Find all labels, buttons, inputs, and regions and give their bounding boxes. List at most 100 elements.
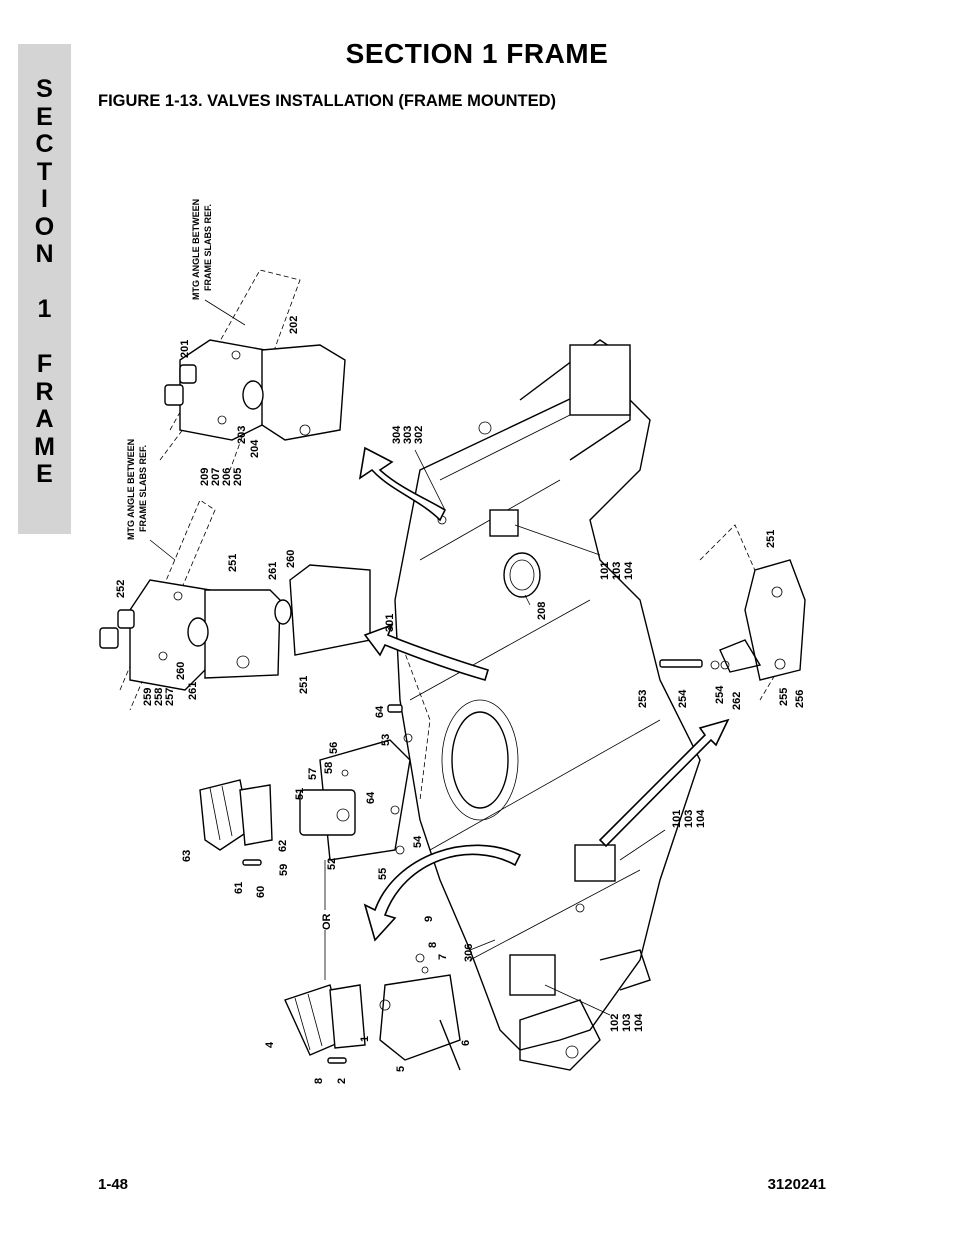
callout-labels: MTG ANGLE BETWEEN FRAME SLABS REF. MTG A…: [115, 199, 806, 1084]
callout: 60: [255, 886, 267, 898]
side-letter: C: [35, 130, 54, 158]
mtg-ref-upper-line2: FRAME SLABS REF.: [203, 204, 213, 291]
callout: 102: [609, 1014, 621, 1032]
callout: 54: [412, 835, 424, 848]
document-number: 3120241: [767, 1176, 826, 1193]
callout: 64: [374, 705, 386, 718]
callout: 101: [599, 562, 611, 580]
side-letter: A: [35, 405, 54, 433]
callout: 59: [278, 864, 290, 876]
valve-block-lower: [509, 954, 556, 996]
callout: 62: [277, 840, 289, 852]
side-letter: 1: [37, 295, 52, 323]
mtg-ref-lower-line2: FRAME SLABS REF.: [138, 445, 148, 532]
right-valve-assembly: [659, 524, 806, 701]
callout: 104: [623, 561, 635, 580]
side-letter: M: [34, 432, 55, 461]
upper-valve-assembly: [159, 269, 346, 471]
callout: 103: [683, 810, 695, 828]
callout: 251: [227, 554, 239, 572]
callout: 257: [164, 688, 176, 706]
callout: 306: [463, 944, 475, 962]
callout: 9: [423, 916, 435, 922]
valve-block-middle: [574, 844, 616, 882]
callout: 208: [536, 602, 548, 620]
callout: 301: [384, 614, 396, 632]
callout: 63: [181, 850, 193, 862]
callout: 203: [236, 426, 248, 444]
callout: 6: [460, 1040, 472, 1046]
callout: 204: [249, 439, 261, 458]
callout: 8: [313, 1078, 325, 1084]
callout: 101: [671, 810, 683, 828]
callout: 251: [298, 676, 310, 694]
callout: 103: [621, 1014, 633, 1032]
frame-body: [394, 339, 701, 1071]
callout: 1: [359, 1036, 371, 1042]
side-tab-letters: S E C T I O N 1 F R A M E: [18, 75, 71, 489]
callout: 55: [377, 868, 389, 880]
lower-block-assembly: [284, 953, 461, 1071]
callout: 56: [328, 742, 340, 754]
manifold-block-assembly: [199, 704, 413, 866]
side-letter: N: [35, 240, 54, 268]
callout: 7: [437, 954, 449, 960]
callout: 58: [323, 762, 335, 774]
page-number: 1-48: [98, 1176, 129, 1193]
callout: 57: [307, 768, 319, 780]
callout: 207: [210, 468, 222, 486]
callout: 262: [731, 692, 743, 710]
frame-box-end: [569, 344, 631, 416]
callout: 104: [695, 809, 707, 828]
callout: 206: [221, 468, 233, 486]
or-label: OR: [321, 913, 333, 930]
arrow-right: [598, 718, 730, 848]
callout: 256: [794, 690, 806, 708]
side-letter: R: [35, 377, 54, 406]
callout: 51: [294, 788, 306, 800]
callout: 302: [413, 426, 425, 444]
callout: 258: [153, 688, 165, 706]
callout: 5: [395, 1066, 407, 1072]
callout: 4: [264, 1041, 276, 1048]
turntable-bolt-circle: [441, 699, 519, 821]
page-title: SECTION 1 FRAME: [345, 38, 609, 69]
side-letter: I: [41, 185, 48, 213]
callout: 205: [232, 468, 244, 486]
callout: 251: [765, 530, 777, 548]
callout: 254: [677, 689, 689, 708]
arrow-upper: [358, 446, 447, 522]
callout: 303: [402, 426, 414, 444]
callout: 103: [611, 562, 623, 580]
direction-arrows: [358, 446, 730, 942]
callout: 260: [285, 550, 297, 568]
section-side-tab: S E C T I O N 1 F R A M E: [18, 44, 71, 534]
valve-block-upper: [489, 509, 519, 537]
side-letter: E: [36, 460, 53, 488]
callout: 259: [142, 688, 154, 706]
side-letter: S: [36, 75, 53, 103]
callout: 52: [326, 858, 338, 870]
callout: 209: [199, 468, 211, 486]
mtg-ref-lower-line1: MTG ANGLE BETWEEN: [126, 439, 136, 540]
callout: 104: [633, 1013, 645, 1032]
callout: 201: [179, 340, 191, 358]
figure-title: FIGURE 1-13. VALVES INSTALLATION (FRAME …: [98, 92, 557, 110]
callout: 8: [427, 942, 439, 948]
side-letter: E: [36, 102, 53, 131]
middle-valve-assembly: [99, 499, 371, 711]
bearing-ring: [503, 552, 541, 598]
callout: 255: [778, 688, 790, 706]
arrow-middle: [363, 623, 489, 681]
callout: 253: [637, 690, 649, 708]
callout: 261: [267, 562, 279, 580]
callout: 53: [380, 734, 392, 746]
callout: 260: [175, 662, 187, 680]
callout: 254: [714, 685, 726, 704]
callout: 304: [391, 425, 403, 444]
callout: 202: [288, 316, 300, 334]
callout: 2: [336, 1078, 348, 1084]
callout: 61: [233, 882, 245, 894]
arrow-lower: [363, 844, 522, 942]
